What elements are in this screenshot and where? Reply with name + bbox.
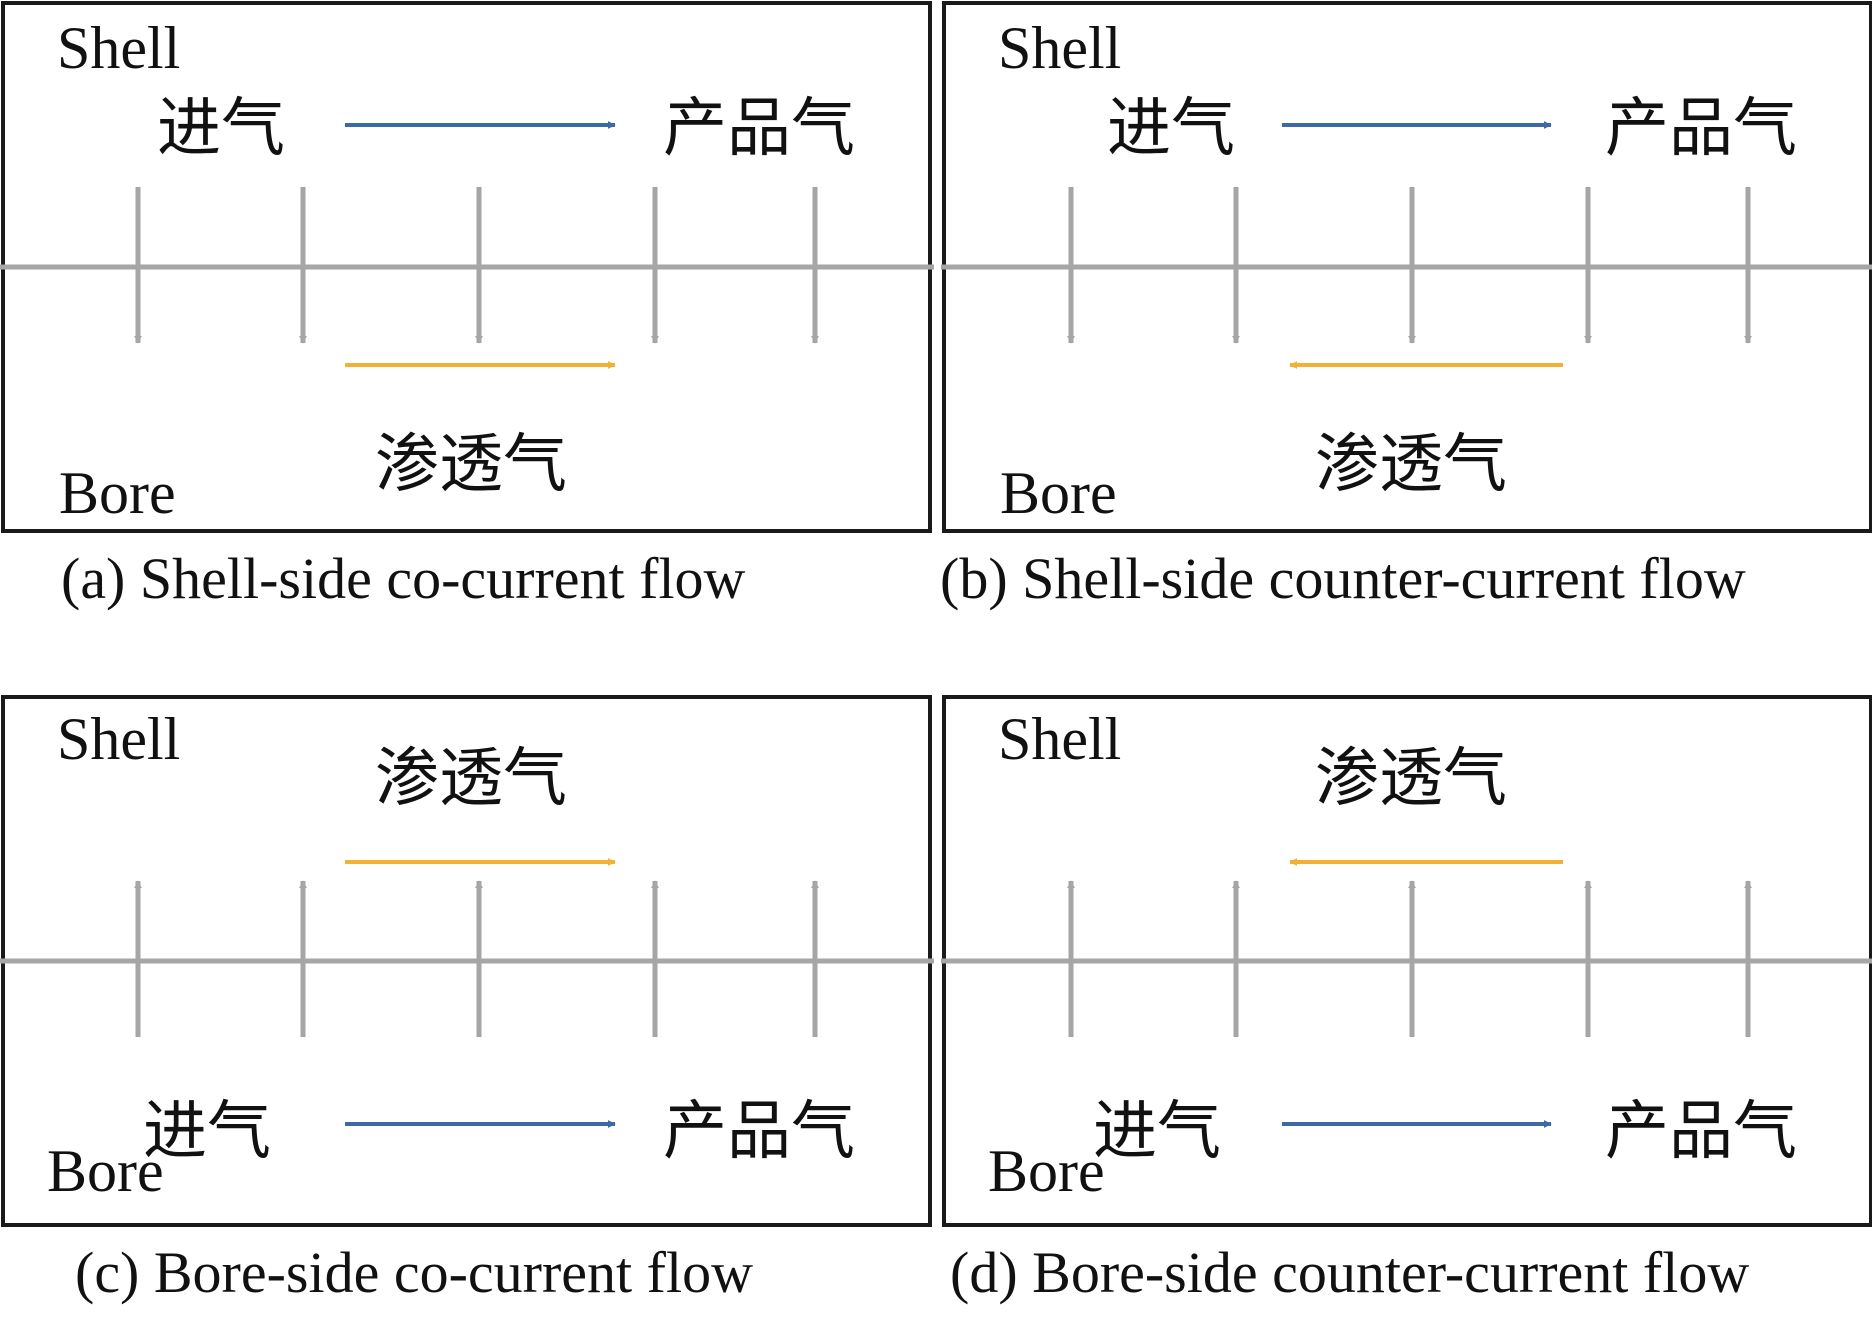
- bore-label: Bore: [59, 460, 176, 526]
- product-label: 产品气: [663, 93, 855, 164]
- permeate-label: 渗透气: [1315, 743, 1507, 814]
- permeate-label: 渗透气: [1315, 429, 1507, 500]
- bore-label: Bore: [988, 1138, 1105, 1204]
- panel-caption: (d) Bore-side counter-current flow: [950, 1240, 1749, 1305]
- panel-caption: (b) Shell-side counter-current flow: [940, 546, 1746, 611]
- bore-label: Bore: [47, 1138, 164, 1204]
- feed-label: 进气: [143, 1096, 271, 1167]
- shell-label: Shell: [57, 706, 180, 772]
- panel-caption: (a) Shell-side co-current flow: [61, 546, 746, 611]
- permeate-label: 渗透气: [375, 743, 567, 814]
- feed-label: 进气: [1093, 1096, 1221, 1167]
- product-label: 产品气: [663, 1096, 855, 1167]
- feed-label: 进气: [1107, 93, 1235, 164]
- shell-label: Shell: [998, 706, 1121, 772]
- feed-label: 进气: [157, 93, 285, 164]
- shell-label: Shell: [57, 15, 180, 81]
- product-label: 产品气: [1605, 93, 1797, 164]
- bore-label: Bore: [1000, 460, 1117, 526]
- shell-label: Shell: [998, 15, 1121, 81]
- permeate-label: 渗透气: [375, 429, 567, 500]
- product-label: 产品气: [1605, 1096, 1797, 1167]
- panel-caption: (c) Bore-side co-current flow: [75, 1240, 753, 1305]
